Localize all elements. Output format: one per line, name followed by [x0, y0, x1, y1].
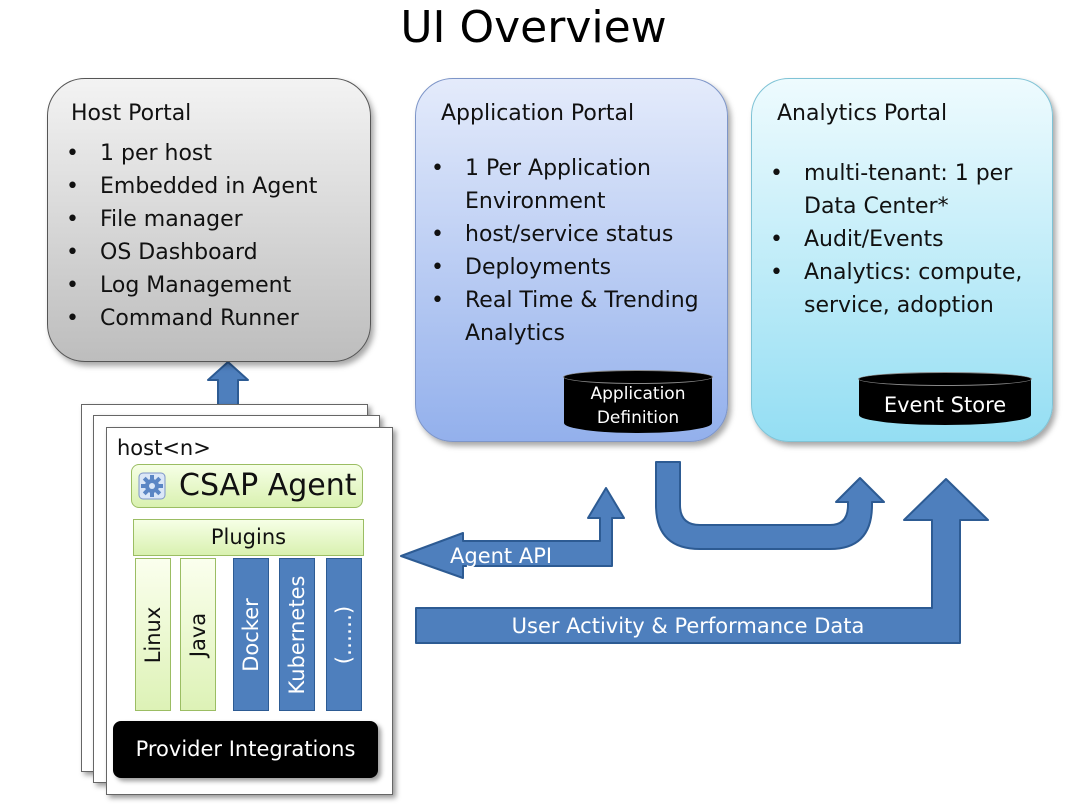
provider-integrations-label: Provider Integrations — [135, 737, 356, 761]
list-item: 1 Per Application Environment — [431, 152, 711, 218]
application-portal: Application Portal 1 Per Application Env… — [415, 78, 728, 442]
csap-agent-box: CSAP Agent — [131, 464, 363, 508]
list-item: 1 per host — [66, 137, 366, 170]
host-label: host<n> — [117, 436, 211, 460]
plugins-label: Plugins — [210, 525, 287, 549]
provider-integrations-box: Provider Integrations — [113, 721, 378, 778]
arrow-app-to-analytics — [655, 461, 885, 550]
arrow-host-to-host-portal — [207, 361, 249, 407]
gear-icon — [138, 472, 166, 504]
list-item: multi-tenant: 1 per Data Center* — [770, 157, 1040, 223]
plugin-more: (……) — [326, 558, 362, 711]
arrow-agent-api — [400, 487, 625, 579]
list-item: Embedded in Agent — [66, 170, 366, 203]
diagram-title: UI Overview — [400, 2, 667, 53]
host-portal: Host Portal 1 per host Embedded in Agent… — [47, 78, 371, 362]
application-portal-features: 1 Per Application Environment host/servi… — [431, 152, 711, 350]
plugins-bar: Plugins — [133, 519, 364, 556]
plugin-label: (……) — [332, 605, 356, 664]
list-item: Deployments — [431, 251, 711, 284]
plugin-label: Kubernetes — [285, 575, 309, 694]
plugin-docker: Docker — [233, 558, 269, 711]
host-portal-title: Host Portal — [71, 101, 192, 126]
datastore-label-line1: Application — [590, 384, 686, 404]
analytics-portal: Analytics Portal multi-tenant: 1 per Dat… — [751, 78, 1053, 442]
list-item: Analytics: compute, service, adoption — [770, 256, 1040, 322]
plugin-label: Linux — [141, 606, 165, 663]
agent-api-label: Agent API — [450, 544, 552, 568]
plugin-label: Docker — [239, 597, 263, 672]
event-store-datastore: Event Store — [858, 372, 1032, 425]
plugin-java: Java — [180, 558, 216, 711]
user-activity-label: User Activity & Performance Data — [512, 614, 865, 638]
host-portal-features: 1 per host Embedded in Agent File manage… — [66, 137, 366, 335]
list-item: Audit/Events — [770, 223, 1040, 256]
analytics-portal-title: Analytics Portal — [777, 101, 948, 126]
list-item: host/service status — [431, 218, 711, 251]
list-item: Command Runner — [66, 302, 366, 335]
plugin-kubernetes: Kubernetes — [279, 558, 315, 711]
arrow-user-activity — [415, 478, 989, 644]
list-item: OS Dashboard — [66, 236, 366, 269]
plugin-label: Java — [186, 612, 210, 657]
application-definition-datastore: Application Definition — [563, 370, 713, 433]
plugin-linux: Linux — [135, 558, 171, 711]
application-portal-title: Application Portal — [441, 101, 635, 126]
list-item: Log Management — [66, 269, 366, 302]
list-item: File manager — [66, 203, 366, 236]
list-item: Real Time & Trending Analytics — [431, 284, 711, 350]
csap-agent-label: CSAP Agent — [179, 468, 357, 503]
analytics-portal-features: multi-tenant: 1 per Data Center* Audit/E… — [770, 157, 1040, 322]
datastore-label-line2: Definition — [596, 408, 680, 428]
event-store-label: Event Store — [883, 393, 1007, 417]
